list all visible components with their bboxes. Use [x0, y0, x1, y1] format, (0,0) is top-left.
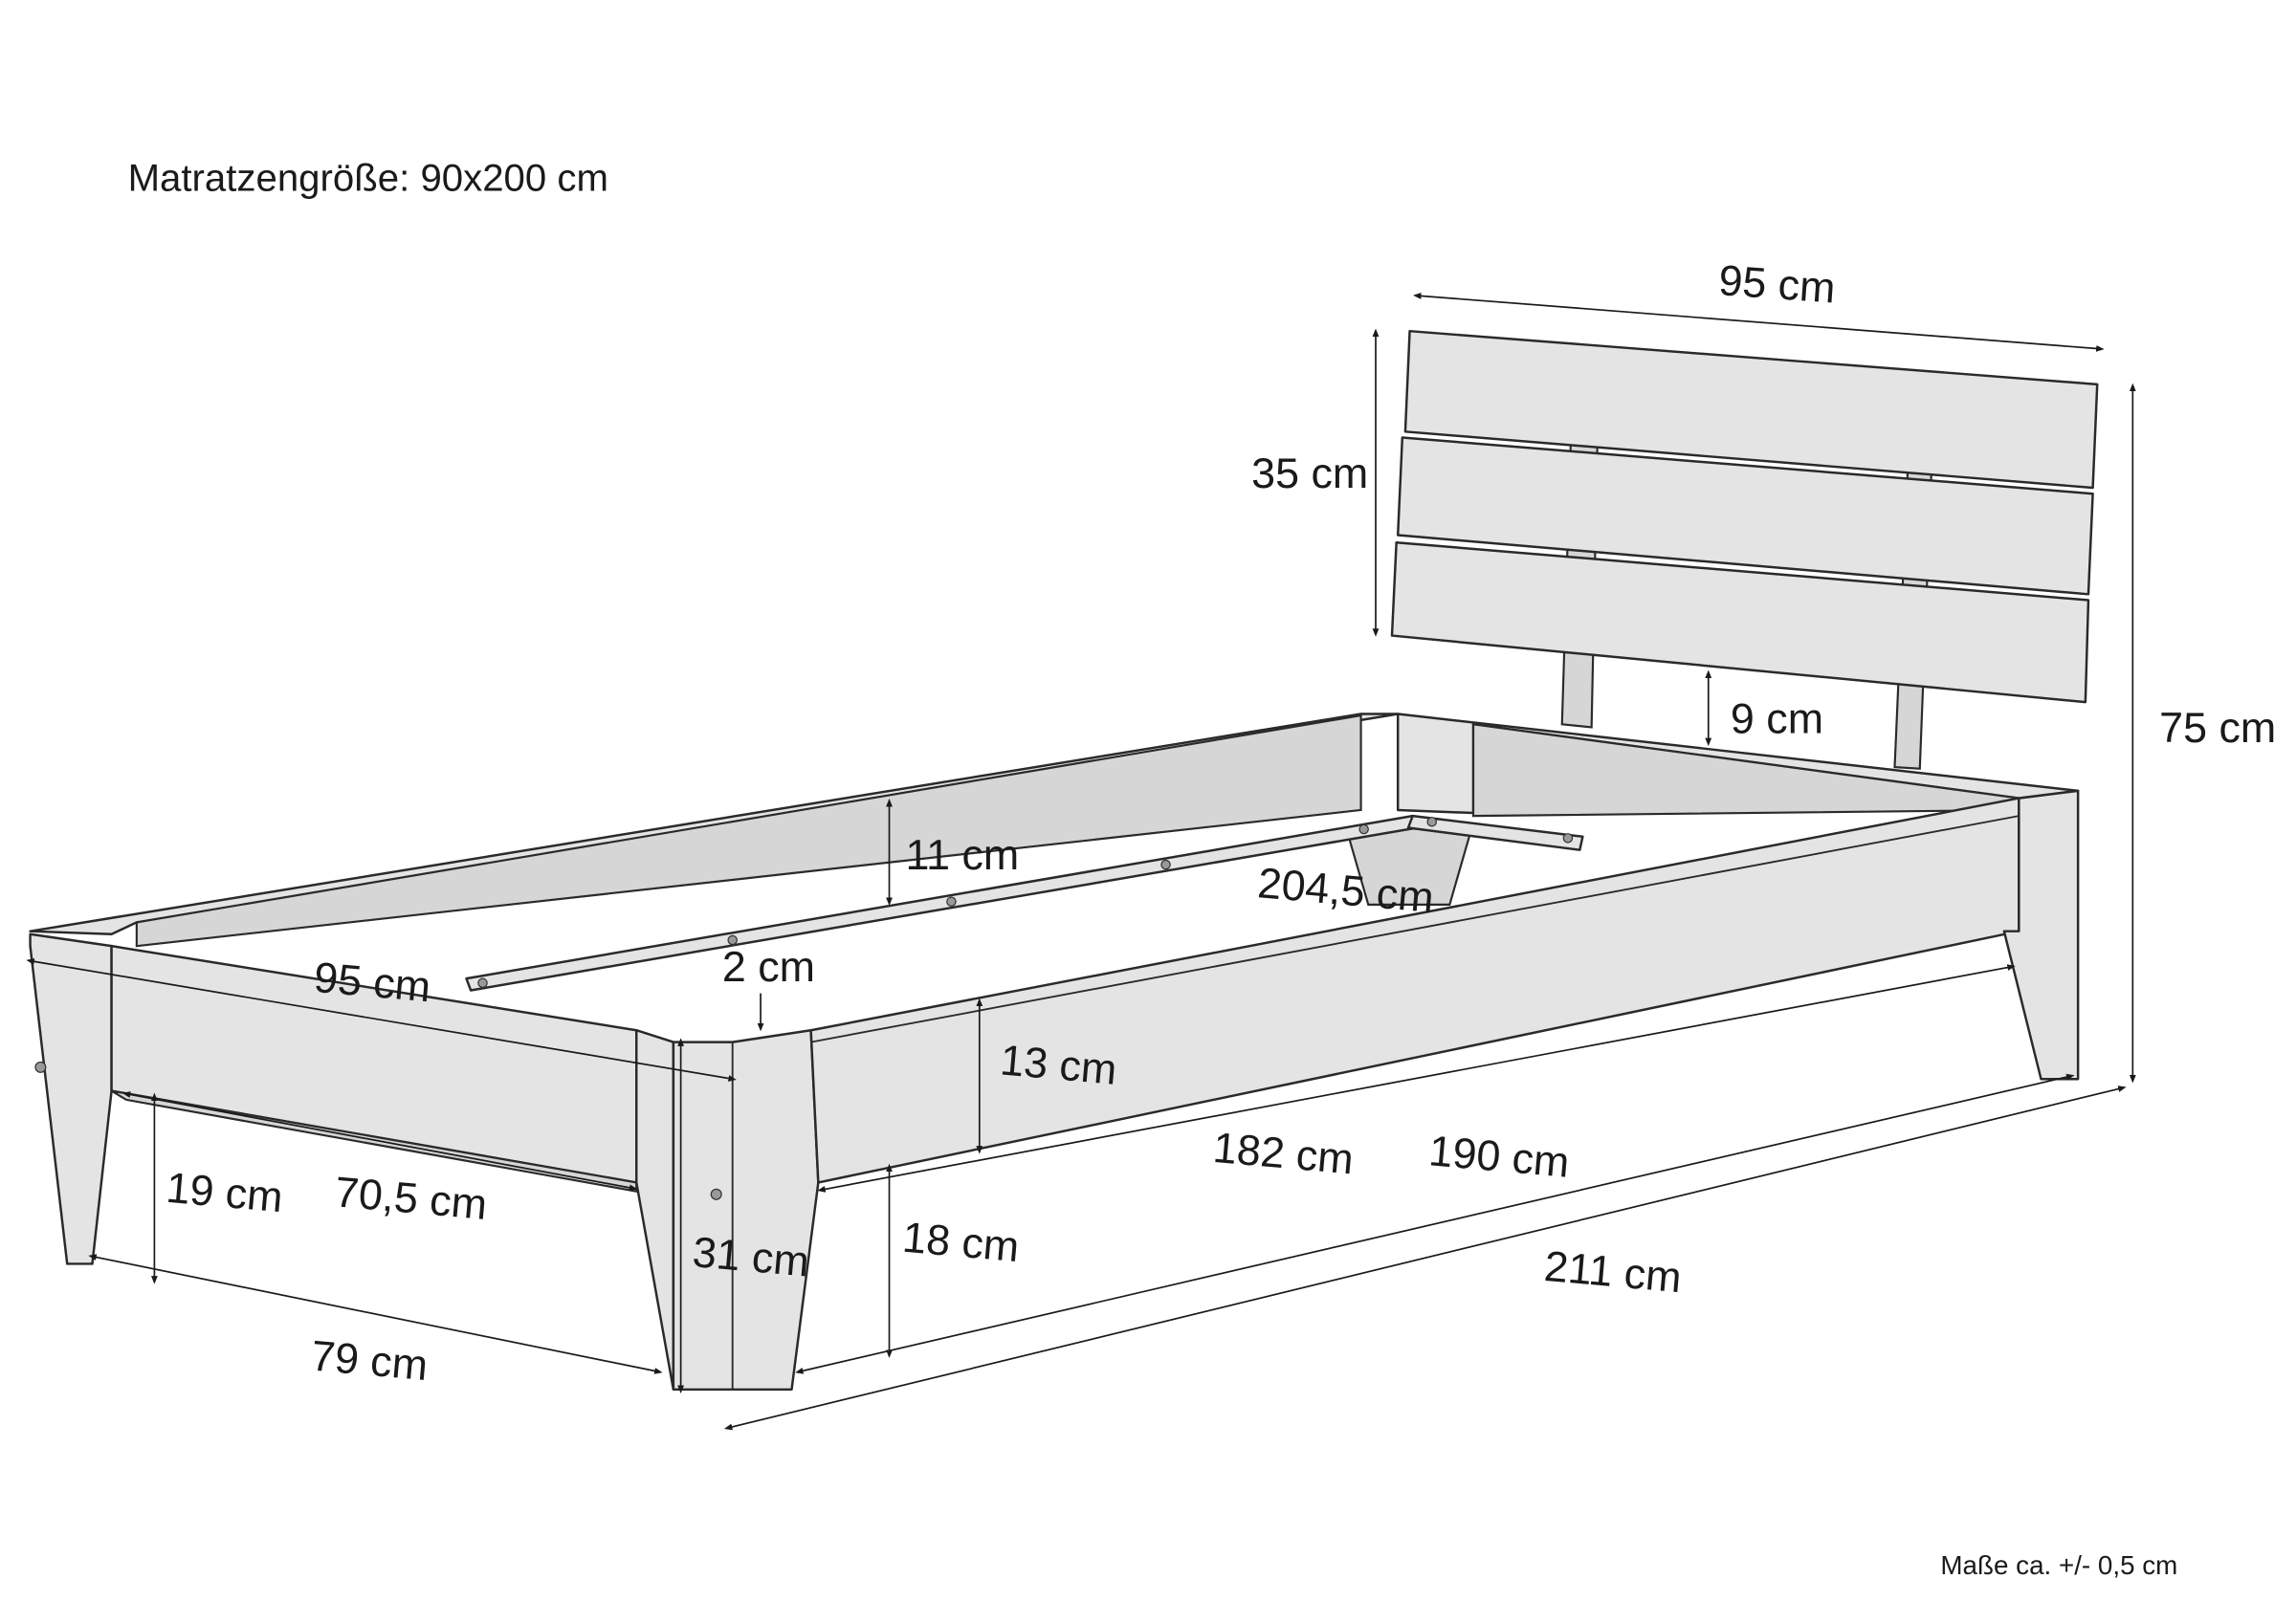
label-foot-clearance: 19 cm [165, 1164, 285, 1221]
headboard-slat-middle [1396, 436, 2094, 596]
label-foot-rail-length: 70,5 cm [333, 1168, 489, 1229]
slat-support-right [1406, 814, 1584, 851]
left-long-rail-inner [135, 713, 1362, 948]
foot-left-post [29, 932, 113, 1265]
label-post-height: 31 cm [691, 1228, 811, 1285]
headboard-slat-bottom [1390, 540, 2090, 704]
label-headboard-width: 95 cm [1717, 256, 1837, 312]
front-right-post [672, 1029, 820, 1392]
label-side-clearance: 18 cm [900, 1214, 1021, 1271]
bolt-left [34, 1061, 47, 1073]
label-headboard-height: 35 cm [1251, 450, 1368, 497]
label-rail-offset: 2 cm [722, 943, 815, 991]
label-total-length: 211 cm [1542, 1242, 1683, 1302]
label-total-width: 79 cm [309, 1332, 430, 1390]
label-foot-width: 95 cm [312, 954, 432, 1011]
tolerance-note: Maße ca. +/- 0,5 cm [1940, 1550, 2177, 1580]
headboard-slat-top [1403, 329, 2099, 490]
label-underside-length: 182 cm [1211, 1124, 1356, 1184]
bolt-right [710, 1188, 722, 1200]
label-headboard-gap: 9 cm [1731, 695, 1823, 743]
label-total-height: 75 cm [2159, 704, 2276, 752]
front-right-post-side [635, 1029, 675, 1392]
label-side-length: 190 cm [1427, 1127, 1572, 1187]
label-side-rail-height: 13 cm [998, 1036, 1118, 1093]
mattress-size-title: Matratzengröße: 90x200 cm [128, 156, 608, 199]
headboard [1390, 329, 2099, 770]
label-inner-rail-height: 11 cm [906, 831, 1020, 879]
dimension-lines [26, 293, 2136, 1431]
